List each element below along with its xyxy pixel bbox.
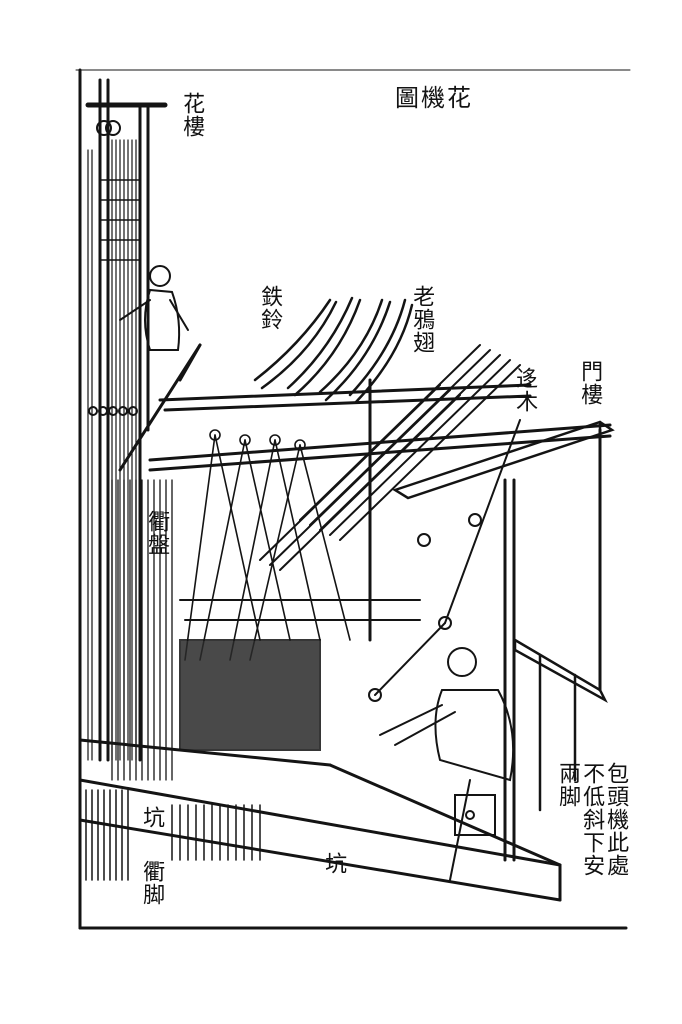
- loom-frame: [118, 343, 612, 862]
- label-menlou: 門樓: [577, 360, 603, 406]
- heddle-slats: [259, 344, 521, 571]
- note-column-2: 不低斜下安: [579, 762, 605, 877]
- page-frame: [75, 68, 631, 930]
- lifting-cords: [184, 429, 351, 661]
- label-tieling: 鉄鈴: [257, 285, 283, 331]
- left-warp-cords: [111, 479, 173, 781]
- crow-wing-levers: [253, 296, 414, 404]
- label-keng-left: 坑: [139, 806, 165, 829]
- treadle-cords: [85, 789, 261, 881]
- label-laoyachi: 老鴉翅: [409, 285, 435, 354]
- heddle-block: [179, 599, 421, 751]
- note-column-1: 包頭機此處: [603, 762, 629, 877]
- weaver-figure: [379, 647, 515, 881]
- cloth-beam: [78, 738, 562, 902]
- gate-tower: [392, 420, 615, 500]
- pulleys: [368, 419, 521, 702]
- label-yinmu: 迻木: [512, 367, 538, 413]
- diagram-title: 圖機花: [395, 84, 473, 112]
- label-qujia: 衢盤: [144, 510, 170, 556]
- label-keng-center: 坑: [321, 852, 347, 875]
- note-column-3: 兩脚: [555, 762, 581, 808]
- label-qujiao: 衢脚: [139, 860, 165, 906]
- drawboy-figure: [119, 265, 189, 351]
- bench: [513, 637, 608, 812]
- label-hualou: 花樓: [179, 92, 205, 138]
